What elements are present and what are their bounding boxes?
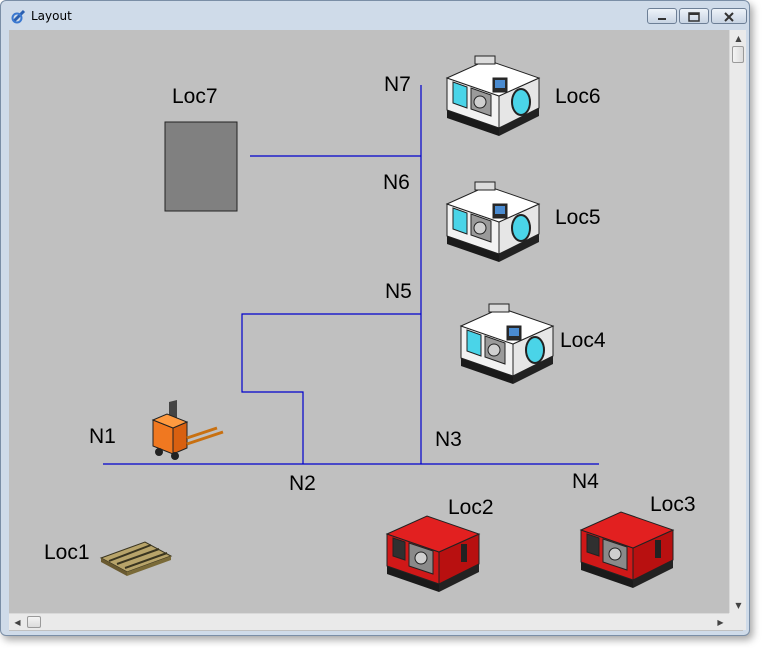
loc3-cnc-lathe-red-icon[interactable] xyxy=(580,511,674,589)
location-label-loc7: Loc7 xyxy=(172,85,218,108)
location-label-loc3: Loc3 xyxy=(650,493,696,516)
location-label-loc2: Loc2 xyxy=(448,496,494,519)
loc5-cnc-lathe-white-icon[interactable] xyxy=(446,181,540,263)
horizontal-scroll-thumb[interactable] xyxy=(27,616,41,628)
forklift-agv-icon[interactable] xyxy=(151,400,224,460)
node-label-n7: N7 xyxy=(384,73,411,96)
scroll-up-icon[interactable]: ▲ xyxy=(735,34,742,43)
loc2-cnc-lathe-red-icon[interactable] xyxy=(386,515,480,593)
vertical-scrollbar[interactable]: ▲ ▼ xyxy=(729,30,746,614)
maximize-button[interactable] xyxy=(679,8,709,24)
layout-drawing xyxy=(99,55,674,593)
path-network xyxy=(103,85,599,465)
node-label-n3: N3 xyxy=(435,428,462,451)
node-label-n2: N2 xyxy=(289,472,316,495)
node-label-n4: N4 xyxy=(572,470,599,493)
location-label-loc1: Loc1 xyxy=(44,541,90,564)
title-bar[interactable]: Layout xyxy=(1,1,749,31)
scrollbar-corner xyxy=(729,613,746,630)
minimize-button[interactable] xyxy=(647,8,677,24)
close-button[interactable] xyxy=(711,8,747,24)
location-label-loc4: Loc4 xyxy=(560,329,606,352)
vertical-scroll-thumb[interactable] xyxy=(732,46,744,63)
scroll-down-icon[interactable]: ▼ xyxy=(735,601,742,610)
layout-app-icon xyxy=(11,9,26,24)
window-title: Layout xyxy=(31,9,72,23)
scroll-left-icon[interactable]: ◀ xyxy=(14,618,21,627)
loc7-storage-box[interactable] xyxy=(164,121,238,212)
node-label-n1: N1 xyxy=(89,425,116,448)
horizontal-scrollbar[interactable]: ◀ ▶ xyxy=(9,613,729,630)
node-label-n6: N6 xyxy=(383,171,410,194)
node-label-n5: N5 xyxy=(385,280,412,303)
layout-window: Layout xyxy=(0,0,750,636)
minimize-icon xyxy=(658,18,666,20)
close-icon xyxy=(724,12,734,22)
location-label-loc5: Loc5 xyxy=(555,206,601,229)
layout-canvas[interactable]: N1 N2 N3 N4 N5 N6 N7 Loc1 Loc2 Loc3 Loc4… xyxy=(9,30,743,631)
pallet-icon[interactable] xyxy=(99,541,173,576)
loc6-cnc-lathe-white-icon[interactable] xyxy=(446,55,540,137)
scroll-right-icon[interactable]: ▶ xyxy=(717,618,724,627)
location-label-loc6: Loc6 xyxy=(555,85,601,108)
restore-icon xyxy=(688,12,700,22)
loc4-cnc-lathe-white-icon[interactable] xyxy=(460,303,554,385)
